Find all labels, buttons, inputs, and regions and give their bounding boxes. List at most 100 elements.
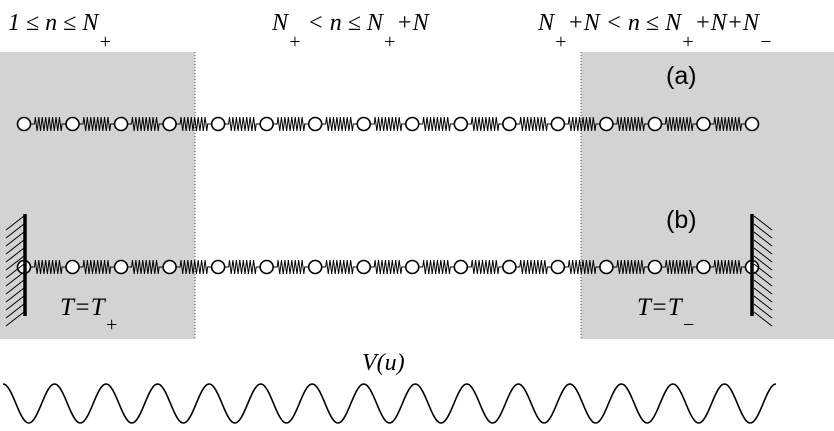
chain-a <box>16 116 760 132</box>
particle <box>259 259 274 275</box>
particle <box>550 116 566 132</box>
spring <box>321 259 358 275</box>
spring <box>709 116 746 132</box>
particle <box>356 259 372 275</box>
particle <box>696 116 711 132</box>
spring <box>515 259 552 275</box>
particle <box>453 116 469 132</box>
particle <box>259 116 274 132</box>
wall-hatch-line <box>5 223 25 239</box>
particle <box>696 259 711 275</box>
particle <box>210 116 226 132</box>
potential-label: V(u) <box>362 350 405 376</box>
particle <box>550 259 566 275</box>
particle <box>356 116 372 132</box>
wall-hatch-line <box>753 303 773 319</box>
particle <box>162 259 177 275</box>
wall-hatch-line <box>5 215 25 231</box>
particle <box>647 116 663 132</box>
spring <box>30 116 67 132</box>
wall-hatch-line <box>5 255 25 271</box>
particle <box>210 259 226 275</box>
spring <box>418 259 455 275</box>
particle <box>647 259 663 275</box>
spring <box>612 259 649 275</box>
spring <box>370 259 406 275</box>
left-region-label: 1 ≤ n ≤ N+ <box>8 10 112 53</box>
wall-hatch-line <box>5 287 25 303</box>
wall-hatch-line <box>753 287 773 303</box>
particle <box>502 259 517 275</box>
particle <box>162 116 177 132</box>
spring <box>467 116 503 132</box>
spring <box>224 259 261 275</box>
wall-hatch-line <box>753 247 773 263</box>
wall-hatch-line <box>753 255 773 271</box>
wall-hatch-line <box>753 239 773 255</box>
spring <box>224 116 261 132</box>
spring <box>612 116 649 132</box>
right-fixed-wall <box>750 214 773 327</box>
spring <box>418 116 455 132</box>
wall-hatch-line <box>5 239 25 255</box>
left-temperature-label: T=T+ <box>60 294 118 336</box>
spring <box>127 259 164 275</box>
particle <box>502 116 517 132</box>
spring <box>709 259 746 275</box>
wall-hatch-line <box>5 247 25 263</box>
spring <box>79 116 115 132</box>
wall-hatch-line <box>5 279 25 295</box>
wall-hatch-line <box>753 231 773 247</box>
substrate-potential-wave <box>2 383 777 424</box>
right-heat-bath <box>581 52 834 339</box>
wall-hatch-line <box>753 271 773 287</box>
spring <box>321 116 358 132</box>
particle <box>599 259 614 275</box>
particle <box>453 259 469 275</box>
wall-hatch-line <box>753 223 773 239</box>
right-region-label: N++N < n ≤ N++N+N− <box>537 10 773 53</box>
wall-hatch-line <box>5 311 25 327</box>
chain-b-label: (b) <box>666 206 697 234</box>
spring <box>370 116 406 132</box>
spring <box>176 259 212 275</box>
left-fixed-wall <box>5 214 27 327</box>
right-temperature-label: T=T− <box>637 294 695 336</box>
particle <box>113 259 129 275</box>
particle <box>307 259 323 275</box>
spring <box>79 259 115 275</box>
particle <box>307 116 323 132</box>
middle-region-label: N+ < n ≤ N++N <box>271 10 431 53</box>
spring <box>564 259 600 275</box>
spring <box>515 116 552 132</box>
wall-hatch-line <box>5 263 25 279</box>
particle <box>65 259 80 275</box>
spring <box>661 259 697 275</box>
particle <box>744 116 760 132</box>
chain-a-label: (a) <box>666 62 697 90</box>
spring <box>30 259 67 275</box>
spring <box>467 259 503 275</box>
wall-hatch-line <box>5 303 25 319</box>
left-heat-bath <box>0 52 195 339</box>
wall-hatch-line <box>5 231 25 247</box>
wall-hatch-line <box>753 311 773 327</box>
spring <box>661 116 697 132</box>
particle <box>16 116 32 132</box>
particle <box>599 116 614 132</box>
wall-hatch-line <box>753 215 773 231</box>
wall-hatch-line <box>753 295 773 311</box>
spring <box>273 116 309 132</box>
spring <box>564 116 600 132</box>
particle <box>113 116 129 132</box>
spring <box>176 116 212 132</box>
particle <box>404 116 420 132</box>
particle <box>404 259 420 275</box>
wall-hatch-line <box>753 263 773 279</box>
particle <box>65 116 80 132</box>
wall-hatch-line <box>753 279 773 295</box>
spring <box>127 116 164 132</box>
wall-hatch-line <box>5 295 25 311</box>
wall-hatch-line <box>5 271 25 287</box>
